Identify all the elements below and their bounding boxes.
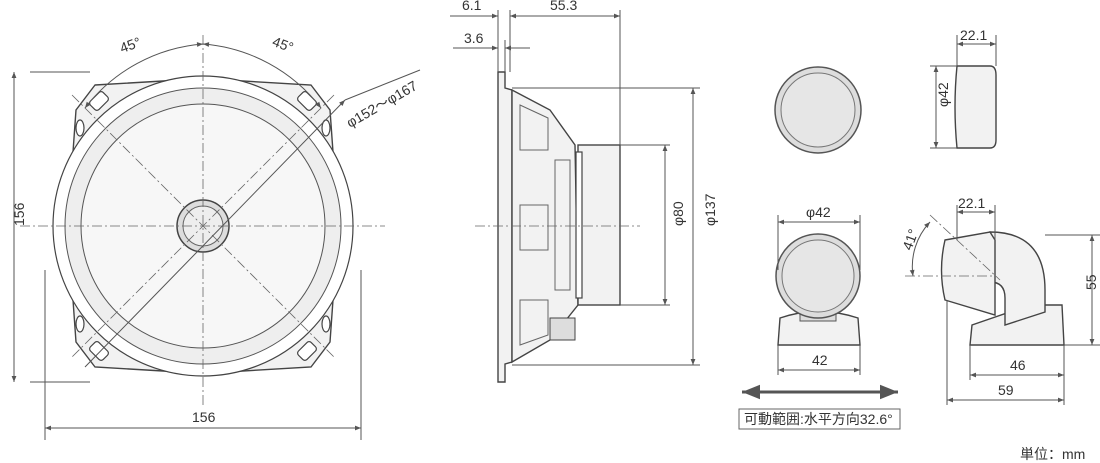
tweeter-stand-front-view: φ42 42 可動範囲:水平方向32.6° — [738, 204, 901, 430]
range-note-box — [738, 408, 901, 430]
tweeter-stand-side-view: 22.1 41° 55 46 59 — [899, 195, 1100, 405]
stand-base-depth-label: 46 — [1010, 357, 1026, 373]
stand-base-width-label: 42 — [812, 352, 828, 368]
flange-offset-label: 6.1 — [462, 0, 482, 13]
height-label: 156 — [11, 202, 27, 226]
stand-height-label: 55 — [1083, 274, 1099, 290]
stand-diameter-label: φ42 — [806, 204, 831, 220]
stand-total-depth-label: 59 — [998, 382, 1014, 398]
stand-depth-label: 22.1 — [958, 195, 985, 211]
angle-left-label: 45° — [118, 34, 143, 56]
flush-diameter-label: φ42 — [935, 82, 951, 107]
outer-diameter-label: φ137 — [702, 193, 718, 226]
unit-label: 単位：mm — [1020, 446, 1085, 462]
stand-angle-label: 41° — [899, 227, 921, 252]
width-label: 156 — [192, 409, 216, 425]
woofer-side-view: 6.1 55.3 3.6 φ80 φ137 — [450, 0, 718, 383]
tweeter-flush-views: 22.1 φ42 — [774, 27, 997, 154]
angle-right-label: 45° — [270, 33, 295, 55]
range-note: 可動範囲:水平方向32.6° — [744, 411, 893, 427]
flange-thickness-label: 3.6 — [464, 30, 484, 46]
depth-label: 55.3 — [550, 0, 577, 13]
magnet-diameter-label: φ80 — [670, 201, 686, 226]
flush-depth-label: 22.1 — [960, 27, 987, 43]
woofer-front-view: 45° 45° φ152～φ167 156 156 — [11, 33, 421, 440]
